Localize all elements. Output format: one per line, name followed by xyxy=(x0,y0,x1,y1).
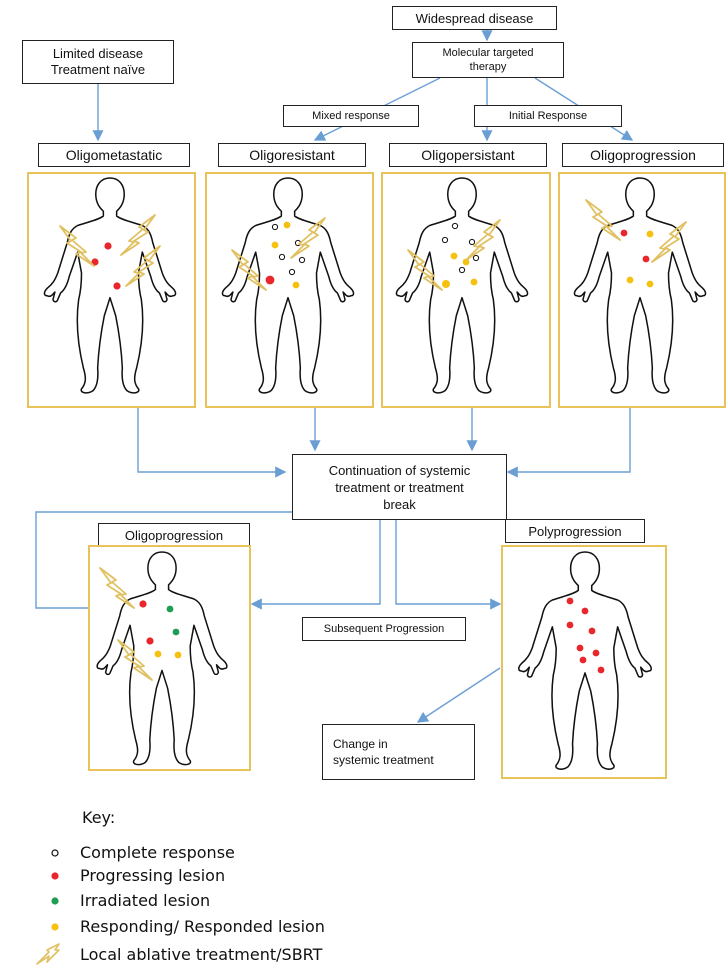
oligopersistant-figure xyxy=(396,178,527,393)
responding-lesion xyxy=(175,652,182,659)
complete-response-lesion xyxy=(459,267,464,272)
bolt-icon xyxy=(652,222,686,262)
progressing-lesion xyxy=(266,276,275,285)
key-item-responding: Responding/ Responded lesion xyxy=(30,917,325,936)
complete-response-lesion xyxy=(442,237,447,242)
responding-lesion xyxy=(272,242,279,249)
responding-lesion xyxy=(647,281,654,288)
complete-response-lesion xyxy=(289,269,294,274)
responding-lesion xyxy=(471,279,478,286)
key-label: Irradiated lesion xyxy=(80,891,210,910)
bolt-icon xyxy=(408,250,442,290)
oligoprogression-bottom-figure xyxy=(97,552,227,765)
lightning-bolt-icon xyxy=(30,942,80,966)
complete-response-lesion xyxy=(473,255,478,260)
key-item-ablative: Local ablative treatment/SBRT xyxy=(30,942,322,966)
progressing-lesion xyxy=(577,645,584,652)
red-dot-icon xyxy=(30,870,80,882)
open-circle-icon xyxy=(30,847,80,859)
bolt-icon xyxy=(100,568,134,608)
complete-response-lesion xyxy=(299,257,304,262)
polyprogression-figure xyxy=(519,552,651,769)
oligoprogression-top-figure xyxy=(574,178,705,393)
responding-lesion xyxy=(627,277,634,284)
key-label: Responding/ Responded lesion xyxy=(80,917,325,936)
progressing-lesion xyxy=(104,242,111,249)
progressing-lesion xyxy=(139,600,146,607)
progressing-lesion xyxy=(593,650,600,657)
bolt-icon xyxy=(118,640,152,680)
key-title: Key: xyxy=(82,808,115,827)
key-label: Complete response xyxy=(80,843,235,862)
irradiated-lesion xyxy=(167,606,174,613)
yellow-dot-icon xyxy=(30,921,80,933)
responding-lesion xyxy=(284,222,291,229)
bolt-icon xyxy=(60,226,94,266)
key-item-irradiated: Irradiated lesion xyxy=(30,891,210,910)
progressing-lesion xyxy=(567,598,574,605)
oligoresistant-figure xyxy=(222,178,353,393)
complete-response-lesion xyxy=(469,239,474,244)
progressing-lesion xyxy=(598,667,605,674)
responding-lesion xyxy=(155,651,162,658)
complete-response-lesion xyxy=(272,224,277,229)
key-item-complete-response: Complete response xyxy=(30,843,235,862)
responding-lesion xyxy=(451,253,458,260)
progressing-lesion xyxy=(582,608,589,615)
irradiated-lesion xyxy=(173,629,180,636)
responding-lesion xyxy=(647,231,654,238)
complete-response-lesion xyxy=(279,254,284,259)
key-label: Progressing lesion xyxy=(80,866,225,885)
progressing-lesion xyxy=(621,230,628,237)
responding-lesion xyxy=(442,280,450,288)
complete-response-lesion xyxy=(452,223,457,228)
progressing-lesion xyxy=(643,256,650,263)
progressing-lesion xyxy=(146,637,153,644)
oligometastatic-figure xyxy=(44,178,175,393)
key-label: Local ablative treatment/SBRT xyxy=(80,945,322,964)
green-dot-icon xyxy=(30,895,80,907)
progressing-lesion xyxy=(113,282,120,289)
progressing-lesion xyxy=(567,622,574,629)
key-item-progressing: Progressing lesion xyxy=(30,866,225,885)
progressing-lesion xyxy=(580,657,587,664)
bolt-icon xyxy=(586,200,620,240)
responding-lesion xyxy=(293,282,300,289)
progressing-lesion xyxy=(589,628,596,635)
